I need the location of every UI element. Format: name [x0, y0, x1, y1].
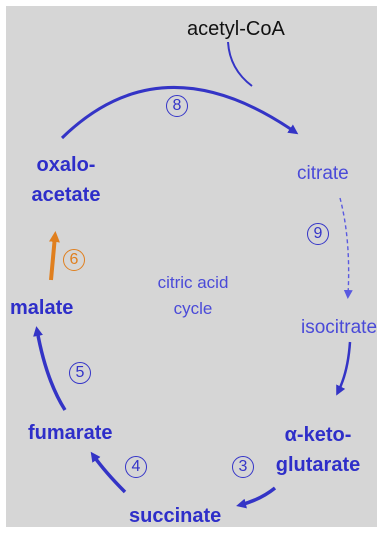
acetyl-coa-label: acetyl-CoA [187, 18, 285, 40]
cycle-center-label-line2: cycle [173, 299, 213, 318]
oxaloacetate-label-line2: acetate [31, 184, 101, 206]
arrow-fumarate-to-malate [33, 326, 67, 411]
alpha-ketoglutarate-label-line1: α-keto- [284, 424, 352, 446]
acetyl-coa-input-line [227, 41, 253, 87]
arrow-ketoglutarate-to-succinate [236, 486, 277, 509]
step-badge-9: 9 [307, 223, 329, 245]
cycle-center-label: citric acid cycle [143, 270, 243, 322]
alpha-ketoglutarate-label-line2: glutarate [275, 454, 361, 476]
arrow-succinate-to-fumarate [90, 451, 127, 494]
step-badge-6: 6 [63, 249, 85, 271]
step-badge-4: 4 [125, 456, 147, 478]
arrow-citrate-to-isocitrate [339, 197, 353, 299]
step-badge-3: 3 [232, 456, 254, 478]
step-badge-8: 8 [166, 95, 188, 117]
oxaloacetate-label: oxalo- acetate [26, 150, 106, 210]
fumarate-label: fumarate [28, 422, 113, 444]
citrate-label: citrate [297, 163, 349, 184]
alpha-ketoglutarate-label: α-keto- glutarate [268, 420, 368, 480]
arrow-oxaloacetate-to-citrate [60, 85, 299, 140]
arrow-isocitrate-to-ketoglutarate [336, 341, 352, 396]
arrow-malate-to-oxaloacetate [48, 231, 60, 281]
oxaloacetate-label-line1: oxalo- [36, 154, 96, 176]
cycle-center-label-line1: citric acid [157, 273, 229, 292]
malate-label: malate [10, 297, 74, 319]
isocitrate-label: isocitrate [301, 317, 378, 338]
succinate-label: succinate [129, 505, 222, 527]
step-badge-5: 5 [69, 362, 91, 384]
